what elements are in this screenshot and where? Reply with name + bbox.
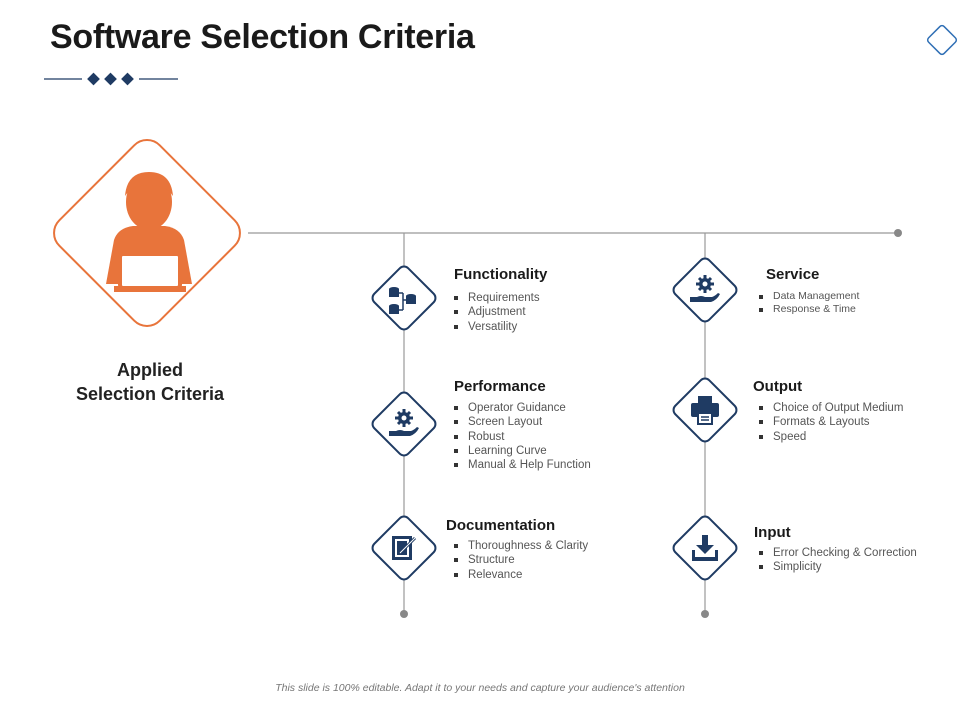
list-item: Error Checking & Correction [759, 546, 917, 560]
criteria-heading-functionality: Functionality [454, 266, 548, 283]
list-item: Data Management [759, 290, 859, 303]
footer-note: This slide is 100% editable. Adapt it to… [275, 682, 685, 694]
criteria-heading-documentation: Documentation [446, 517, 556, 534]
printer-icon [691, 396, 719, 425]
criteria-list-input: Error Checking & Correction Simplicity [759, 546, 917, 575]
list-item: Formats & Layouts [759, 415, 903, 429]
functionality-node [371, 265, 437, 331]
output-node [672, 377, 738, 443]
list-item: Simplicity [759, 560, 917, 574]
list-item: Versatility [454, 320, 540, 334]
applied-selection-criteria-label: Applied Selection Criteria [75, 360, 225, 404]
performance-node [371, 391, 437, 457]
list-item: Relevance [454, 568, 588, 582]
list-item: Learning Curve [454, 444, 591, 458]
criteria-list-performance: Operator Guidance Screen Layout Robust L… [454, 401, 591, 472]
database-hierarchy-icon [389, 287, 416, 314]
list-item: Operator Guidance [454, 401, 591, 415]
criteria-list-service: Data Management Response & Time [759, 290, 859, 316]
criteria-heading-output: Output [753, 378, 803, 395]
criteria-list-functionality: Requirements Adjustment Versatility [454, 291, 540, 334]
list-item: Choice of Output Medium [759, 401, 903, 415]
criteria-heading-service: Service [766, 266, 820, 283]
list-item: Robust [454, 430, 591, 444]
gear-in-hand-icon [389, 409, 419, 436]
input-node [672, 515, 738, 581]
document-pencil-icon [392, 536, 417, 560]
corner-diamond-decoration [926, 24, 958, 56]
gear-in-hand-icon [690, 275, 720, 302]
list-item: Adjustment [454, 305, 540, 319]
list-item: Speed [759, 430, 903, 444]
page-title: Software Selection Criteria [50, 18, 475, 56]
criteria-list-output: Choice of Output Medium Formats & Layout… [759, 401, 903, 444]
list-item: Structure [454, 553, 588, 567]
list-item: Response & Time [759, 303, 859, 316]
list-item: Manual & Help Function [454, 458, 591, 472]
criteria-heading-input: Input [754, 524, 791, 541]
criteria-heading-performance: Performance [454, 378, 546, 395]
title-divider-decoration [44, 72, 178, 86]
criteria-list-documentation: Thoroughness & Clarity Structure Relevan… [454, 539, 588, 582]
download-tray-icon [692, 535, 718, 561]
person-laptop-diamond [53, 139, 241, 327]
documentation-node [371, 515, 437, 581]
list-item: Requirements [454, 291, 540, 305]
list-item: Screen Layout [454, 415, 591, 429]
service-node [672, 257, 738, 323]
list-item: Thoroughness & Clarity [454, 539, 588, 553]
